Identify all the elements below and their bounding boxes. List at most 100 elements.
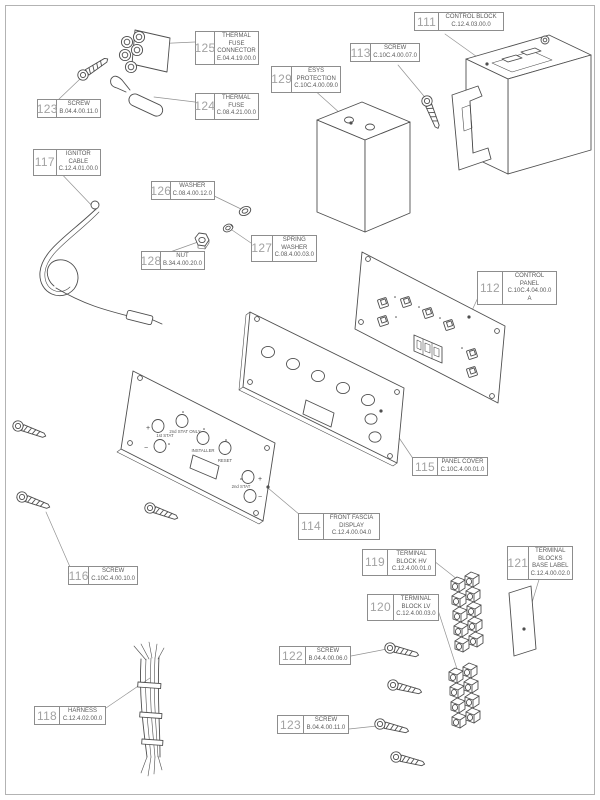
thermal-fuse-connector-drawing [118,29,171,74]
ignitor-cable-drawing [39,200,163,326]
part-code: C.12.4.02.00.0 [62,715,103,722]
part-number: 129 [271,67,293,92]
fascia-stat2-only-label: 2nd STAT ONLY [169,429,200,434]
fascia-minus-bottom: − [258,494,262,501]
part-number: 111 [415,13,440,30]
part-number: 123 [278,716,304,733]
part-name: ESYS PROTECTION [296,68,336,82]
fascia-stat1-label: 1st STAT [156,433,174,438]
part-name: THERMAL FUSE CONNECTOR [217,33,256,54]
terminal-blocks-base-label-drawing [508,585,537,657]
part-number: 114 [299,514,325,539]
part-code: C.10C.4.00.01.0 [440,466,485,473]
part-name: TERMINAL BLOCKS BASE LABEL [532,548,569,569]
part-name: WASHER [179,183,206,189]
part-code: C.08.4.00.03.0 [274,252,314,258]
fascia-plus-top: + [146,425,150,432]
part-code: C.12.4.00.04.0 [331,530,372,536]
part-code: B.04.4.00.11.0 [306,724,346,731]
part-number: 128 [140,252,162,269]
part-number: 118 [35,707,61,724]
screw-122-drawing [383,641,421,661]
part-name: HARNESS [68,708,98,714]
part-name: IGNITOR CABLE [65,151,91,165]
thermal-fuse-drawing [110,75,164,117]
part-number: 117 [34,150,57,175]
fascia-minus-top: − [144,445,148,452]
part-code: C.08.4.00.12.0 [172,190,212,197]
screw-116-drawing [142,500,180,524]
spring-washer-drawing [222,223,234,233]
part-name: PANEL COVER [441,459,484,465]
part-name: FRONT FASCIA DISPLAY [329,515,374,529]
part-number: 119 [363,550,389,575]
part-name: SCREW [101,568,125,574]
fascia-plus-bottom: + [258,476,262,483]
screw-123-top-drawing [75,54,112,83]
part-name: SPRING WASHER [281,237,308,251]
fascia-stat2-label: 2nd STAT [232,484,251,489]
screw-122-drawing [386,678,424,698]
part-code: C.10C.4.00.09.0 [294,83,338,89]
terminal-block-lv-drawing [448,662,481,729]
front-fascia-display-drawing: + − 1st STAT 2nd STAT ONLY INSTALLER RES… [116,370,276,525]
part-code: C.12.4.00.03.0 [396,611,436,617]
part-code: C.10C.4.04.00.0 A [507,288,552,302]
part-number: 116 [68,567,90,584]
part-name: TERMINAL BLOCK LV [400,596,432,610]
part-name: SCREW [316,648,340,654]
screw-116-drawing [10,418,48,442]
part-number: 122 [280,647,306,664]
terminal-block-hv-drawing [450,571,484,653]
part-number: 112 [478,272,504,304]
part-name: CONTROL BLOCK [445,14,497,20]
part-name: TERMINAL BLOCK HV [396,551,427,565]
part-name: SCREW [314,717,338,723]
part-number: 113 [350,44,372,61]
screw-123-bottom-drawing [373,717,411,737]
part-code: B.04.4.00.11.0 [59,108,98,115]
screw-122-drawing [389,750,427,770]
part-number: 124 [194,94,215,119]
harness-drawing [133,641,165,777]
fascia-reset-label: RESET [218,458,233,463]
bracket-drawing [451,85,492,171]
washer-drawing [238,205,252,217]
part-name: THERMAL FUSE [221,95,251,109]
fascia-installer-label: INSTALLER [191,448,214,453]
part-name: SCREW [383,45,407,51]
part-code: B.34.4.00.20.0 [162,260,202,267]
part-code: C.12.4.00.01.0 [391,566,432,572]
part-name: NUT [176,253,189,259]
control-panel-drawing [354,251,506,404]
part-number: 126 [150,182,172,199]
part-code: C.08.4.21.00.0 [216,110,256,116]
screw-116-drawing [14,489,52,513]
part-number: 123 [36,100,58,117]
part-code: C.10C.4.00.07.0 [373,52,417,59]
part-code: C.10C.4.00.10.0 [91,575,135,582]
part-number: 121 [507,547,529,579]
part-number: 115 [413,458,439,475]
part-code: B.04.4.00.06.0 [308,655,348,662]
part-code: E.04.4.19.00.0 [216,55,256,62]
part-number: 125 [195,32,215,64]
